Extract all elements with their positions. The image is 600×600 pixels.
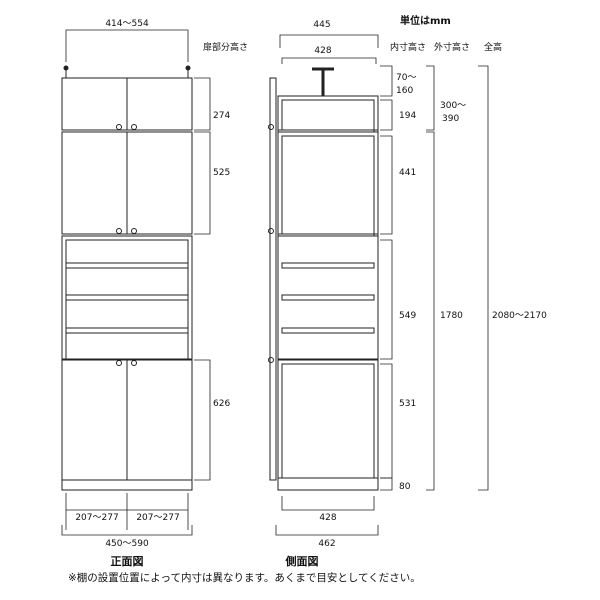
front-middle-knob-left — [116, 228, 122, 234]
side-hinge-3 — [268, 357, 274, 363]
side-top-width: 445 — [313, 20, 330, 30]
front-pin-right-head — [185, 65, 191, 71]
front-top-knob-right — [131, 124, 137, 130]
footnote: ※棚の設置位置によって内寸は異なります。あくまで目安としてください。 — [68, 571, 421, 584]
side-inner-width-bottom-line — [281, 496, 375, 511]
side-outer-height-top-0: 300〜 — [440, 101, 466, 111]
side-outer-height-main: 1780 — [440, 311, 463, 321]
front-dim-274 — [194, 77, 211, 131]
side-dim-549 — [380, 239, 393, 360]
front-dim-626 — [194, 359, 211, 481]
front-view: 414〜554 274 525 626 — [61, 19, 230, 568]
side-dim-441 — [380, 135, 393, 235]
front-door-width-left: 207〜277 — [75, 513, 118, 523]
front-door-height-1: 274 — [213, 111, 230, 121]
header-door-height: 扉部分高さ — [203, 41, 248, 53]
side-depth-bottom: 462 — [318, 539, 335, 549]
side-inner-height-3: 441 — [399, 168, 416, 178]
side-door-panel — [269, 77, 277, 481]
side-inner-height-0: 70〜 — [396, 73, 416, 83]
side-depth-bottom-line — [275, 525, 379, 536]
front-plinth — [61, 479, 193, 491]
side-dim-531 — [380, 363, 393, 479]
side-outer-height-top-1: 390 — [442, 114, 459, 124]
side-top-compartment-inner — [281, 99, 375, 131]
side-hinge-1 — [268, 124, 274, 130]
front-overall-width-line — [61, 525, 193, 536]
front-pin-left-head — [63, 65, 69, 71]
side-shelf-3 — [281, 327, 375, 334]
front-lower-knob-right — [131, 360, 137, 366]
front-top-width-label: 414〜554 — [105, 19, 149, 29]
side-total-height: 2080〜2170 — [492, 311, 547, 321]
side-top-compartment — [277, 95, 379, 131]
side-hinge-2 — [268, 228, 274, 234]
front-overall-width: 450〜590 — [105, 539, 149, 549]
side-dim-300-390 — [426, 65, 435, 131]
front-shelf-1 — [65, 262, 189, 269]
side-inner-height-6: 80 — [399, 482, 411, 492]
side-inner-height-5: 531 — [399, 399, 416, 409]
side-inner-width-line — [281, 57, 377, 64]
side-view-title: 側面図 — [285, 554, 319, 568]
side-dim-70-160 — [380, 65, 393, 97]
unit-label: 単位はmm — [400, 14, 451, 27]
side-middle-compartment-inner — [281, 135, 375, 235]
front-door-height-3: 626 — [213, 399, 230, 409]
side-dim-total — [478, 65, 489, 491]
front-door-height-2: 525 — [213, 168, 230, 178]
side-view: 445 428 70〜 160 194 — [268, 20, 547, 568]
side-lower-compartment — [277, 359, 379, 479]
front-shelf-3 — [65, 327, 189, 334]
side-dim-80 — [380, 477, 393, 491]
side-shelf-2 — [281, 294, 375, 301]
side-inner-height-4: 549 — [399, 311, 416, 321]
side-inner-height-1: 160 — [396, 86, 413, 96]
front-middle-knob-right — [131, 228, 137, 234]
side-dim-194 — [380, 99, 393, 131]
front-shelf-2 — [65, 294, 189, 301]
header-outer-height: 外寸高さ — [434, 41, 470, 53]
front-top-knob-left — [116, 124, 122, 130]
side-inner-height-2: 194 — [399, 111, 416, 121]
side-shelf-1 — [281, 262, 375, 269]
side-middle-compartment — [277, 131, 379, 235]
front-lower-knob-left — [116, 360, 122, 366]
side-inner-width-top: 428 — [314, 46, 331, 56]
front-door-width-right: 207〜277 — [136, 513, 179, 523]
side-plinth — [277, 477, 379, 491]
front-top-width-line — [65, 29, 189, 62]
front-view-title: 正面図 — [111, 554, 144, 568]
front-dim-525 — [194, 131, 211, 235]
side-dim-1780 — [426, 131, 435, 491]
side-inner-width-bottom: 428 — [319, 513, 336, 523]
header-total-height: 全高 — [484, 41, 502, 53]
side-top-width-line — [279, 34, 379, 48]
header-inner-height: 内寸高さ — [390, 41, 426, 53]
